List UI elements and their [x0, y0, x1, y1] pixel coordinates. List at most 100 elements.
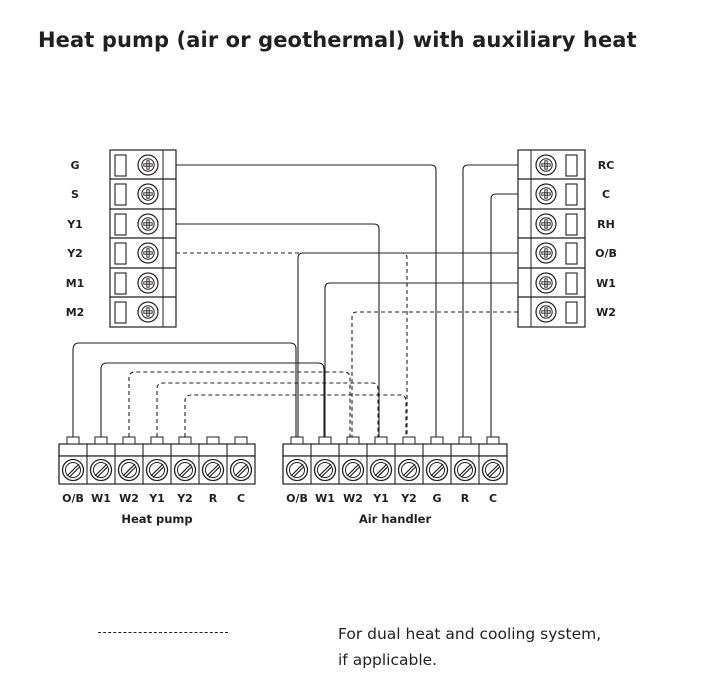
thermostat-right-screw-W2-slot	[541, 307, 551, 317]
heat-pump-screw-slot-a-W1	[94, 463, 108, 477]
air-handler-tab-Y1	[374, 436, 388, 445]
heat-pump-screw-slot-a-Y1	[150, 463, 164, 477]
air-handler-tab-R	[458, 436, 472, 445]
heat-pump-terminal-block	[58, 436, 256, 485]
air-handler-screw-slot-b-C	[488, 466, 501, 478]
heat-pump-screw-slot-a-R	[206, 463, 220, 477]
air-handler-terminal-block	[282, 436, 508, 485]
air-handler-label-R: R	[461, 492, 470, 505]
thermostat-right-label-OB: O/B	[595, 247, 617, 260]
thermostat-left-screw-S-inner	[141, 187, 155, 201]
thermostat-right-slot-W2	[565, 301, 578, 324]
heat-pump-tab-Y1	[150, 436, 164, 445]
heat-pump-caption: Heat pump	[121, 512, 192, 526]
heat-pump-label-C: C	[237, 492, 245, 505]
heat-pump-tab-OB	[66, 436, 80, 445]
air-handler-tab-C	[486, 436, 500, 445]
air-handler-screw-ring-G	[429, 462, 445, 478]
thermostat-right-screw-W1-inner	[539, 276, 553, 290]
heat-pump-screw-ring-Y2	[177, 462, 193, 478]
thermostat-left-label-M2: M2	[66, 306, 85, 319]
thermostat-right-label-C: C	[602, 188, 610, 201]
wire-y2-heat-pump	[184, 394, 407, 437]
thermostat-right-label-RC: RC	[598, 159, 615, 172]
terminal-blocks	[58, 149, 586, 485]
air-handler-label-Y2: Y2	[400, 492, 417, 505]
legend-text: For dual heat and cooling system, if app…	[338, 621, 638, 673]
thermostat-left-label-Y1: Y1	[66, 218, 83, 231]
air-handler-screw-slot-b-W2	[348, 466, 361, 478]
wire-w1-thermostat	[324, 282, 518, 437]
thermostat-right-screw-RH-slot	[541, 219, 551, 229]
wire-w2-heat-pump	[128, 371, 351, 437]
air-handler-screw-slot-a-OB	[290, 463, 304, 477]
air-handler-screw-slot-a-W2	[346, 463, 360, 477]
wire-g	[176, 164, 437, 437]
heat-pump-screw-slot-a-W2	[122, 463, 136, 477]
heat-pump-screw-slot-a-OB	[66, 463, 80, 477]
heat-pump-screw-slot-b-OB	[68, 466, 81, 478]
heat-pump-label-W2: W2	[119, 492, 139, 505]
heat-pump-screw-ring-R	[205, 462, 221, 478]
air-handler-screw-ring-OB	[289, 462, 305, 478]
air-handler-tab-W1	[318, 436, 332, 445]
air-handler-screw-ring-R	[457, 462, 473, 478]
air-handler-screw-slot-a-R	[458, 463, 472, 477]
wire-w2-thermostat	[351, 311, 518, 437]
wire-y1-heat-pump	[156, 382, 379, 437]
air-handler-tab-Y2	[402, 436, 416, 445]
thermostat-left-label-M1: M1	[66, 277, 85, 290]
air-handler-tab-OB	[290, 436, 304, 445]
air-handler-tab-W2	[346, 436, 360, 445]
thermostat-left-slot-S	[114, 183, 127, 206]
thermostat-right-slot-RH	[565, 213, 578, 236]
thermostat-left-screw-M2-inner	[141, 305, 155, 319]
air-handler-screw-slot-a-Y1	[374, 463, 388, 477]
thermostat-left-screw-Y2-inner	[141, 246, 155, 260]
thermostat-left-screw-S-slot	[143, 189, 153, 199]
air-handler-screw-ring-Y2	[401, 462, 417, 478]
air-handler-screw-ring-C	[485, 462, 501, 478]
air-handler-screw-slot-b-G	[432, 466, 445, 478]
wire-w1-heat-pump	[100, 362, 325, 437]
wire-c	[490, 193, 518, 437]
heat-pump-screw-slot-b-R	[208, 466, 221, 478]
air-handler-screw-slot-b-Y1	[376, 466, 389, 478]
air-handler-label-W2: W2	[343, 492, 363, 505]
thermostat-left-screw-M1-inner	[141, 276, 155, 290]
thermostat-right-screw-RH-inner	[539, 217, 553, 231]
thermostat-left-label-S: S	[71, 188, 79, 201]
air-handler-tab-G	[430, 436, 444, 445]
heat-pump-screw-slot-a-C	[234, 463, 248, 477]
air-handler-label-Y1: Y1	[372, 492, 389, 505]
thermostat-left-slot-Y2	[114, 242, 127, 265]
thermostat-left-screw-Y1-inner	[141, 217, 155, 231]
heat-pump-screw-slot-b-C	[236, 466, 249, 478]
thermostat-right-label-W2: W2	[596, 306, 616, 319]
wire-ob-heat-pump	[72, 342, 297, 437]
air-handler-label-W1: W1	[315, 492, 335, 505]
heat-pump-label-Y1: Y1	[148, 492, 165, 505]
air-handler-screw-slot-a-C	[486, 463, 500, 477]
thermostat-left-slot-Y1	[114, 213, 127, 236]
thermostat-right-screw-RC-slot	[541, 160, 551, 170]
wire-y1	[176, 223, 380, 437]
air-handler-label-C: C	[489, 492, 497, 505]
air-handler-label-OB: O/B	[286, 492, 308, 505]
heat-pump-screw-slot-a-Y2	[178, 463, 192, 477]
air-handler-screw-slot-b-W1	[320, 466, 333, 478]
heat-pump-label-R: R	[209, 492, 218, 505]
thermostat-left-slot-M1	[114, 272, 127, 295]
heat-pump-screw-slot-b-Y2	[180, 466, 193, 478]
thermostat-left-screw-G-inner	[141, 158, 155, 172]
legend-dashed-line	[98, 632, 228, 633]
air-handler-screw-slot-a-G	[430, 463, 444, 477]
thermostat-right-slot-W1	[565, 272, 578, 295]
thermostat-right-screw-RC-inner	[539, 158, 553, 172]
thermostat-left-slot-M2	[114, 301, 127, 324]
wire-y2-thermostat	[176, 252, 408, 437]
thermostat-left-screw-Y1-slot	[143, 219, 153, 229]
air-handler-screw-slot-a-Y2	[402, 463, 416, 477]
